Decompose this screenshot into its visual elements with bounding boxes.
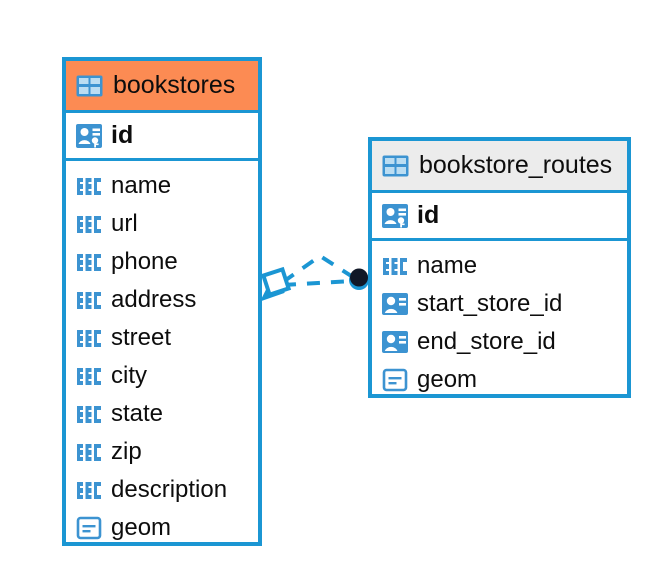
field-label-id-bookstore-routes: id [417,201,440,229]
filled-circle-marker [349,268,369,290]
abc-text-icon [77,177,101,195]
field-label-routes-geom: geom [417,366,478,393]
field-row-phone[interactable]: phone [66,243,258,281]
entity-title-bookstores: bookstores [113,71,236,99]
field-row-city[interactable]: city [66,357,258,395]
field-label-zip: zip [111,438,142,465]
primary-key-icon [76,123,102,148]
field-list-bookstores: name url phone [66,161,258,553]
field-row-street[interactable]: street [66,319,258,357]
field-row-routes-name[interactable]: name [372,247,627,285]
field-row-geom[interactable]: geom [66,509,258,547]
primary-key-icon [382,203,408,228]
field-row-name[interactable]: name [66,167,258,205]
field-label-id-bookstores: id [111,121,134,149]
abc-text-icon [77,443,101,461]
foreign-key-icon [382,331,408,353]
field-row-primary-key-bookstores[interactable]: id [66,113,258,161]
entity-bookstore-routes[interactable]: bookstore_routes id [368,137,631,398]
abc-text-icon [77,405,101,423]
abc-text-icon [383,257,407,275]
field-label-address: address [111,286,197,313]
field-label-end-store-id: end_store_id [417,328,556,355]
field-label-routes-name: name [417,252,478,279]
field-row-state[interactable]: state [66,395,258,433]
field-row-end-store-id[interactable]: end_store_id [372,323,627,361]
diamond-kite-marker [260,266,292,302]
entity-bookstores[interactable]: bookstores id name [62,57,262,546]
entity-header-bookstore-routes[interactable]: bookstore_routes [372,141,627,193]
field-label-street: street [111,324,172,351]
entity-title-bookstore-routes: bookstore_routes [419,151,613,179]
abc-text-icon [77,481,101,499]
table-grid-icon [76,75,103,96]
relationship-line-upper [281,253,358,284]
field-list-bookstore-routes: name start_store_id [372,241,627,405]
abc-text-icon [77,215,101,233]
field-label-description: description [111,476,228,503]
field-row-address[interactable]: address [66,281,258,319]
field-label-city: city [111,362,147,389]
field-row-start-store-id[interactable]: start_store_id [372,285,627,323]
geometry-icon [76,516,102,540]
field-label-start-store-id: start_store_id [417,290,563,317]
field-label-phone: phone [111,248,178,275]
field-row-routes-geom[interactable]: geom [372,361,627,399]
entity-header-bookstores[interactable]: bookstores [66,61,258,113]
abc-text-icon [77,367,101,385]
field-row-url[interactable]: url [66,205,258,243]
field-row-zip[interactable]: zip [66,433,258,471]
geometry-icon [382,368,408,392]
abc-text-icon [77,329,101,347]
field-label-state: state [111,400,164,427]
table-grid-icon [382,155,409,176]
abc-text-icon [77,253,101,271]
field-label-name: name [111,172,172,199]
field-row-primary-key-bookstore-routes[interactable]: id [372,193,627,241]
relationship-line-lower [282,279,353,287]
foreign-key-icon [382,293,408,315]
field-label-url: url [111,210,138,237]
field-label-geom: geom [111,514,172,541]
abc-text-icon [77,291,101,309]
field-row-description[interactable]: description [66,471,258,509]
